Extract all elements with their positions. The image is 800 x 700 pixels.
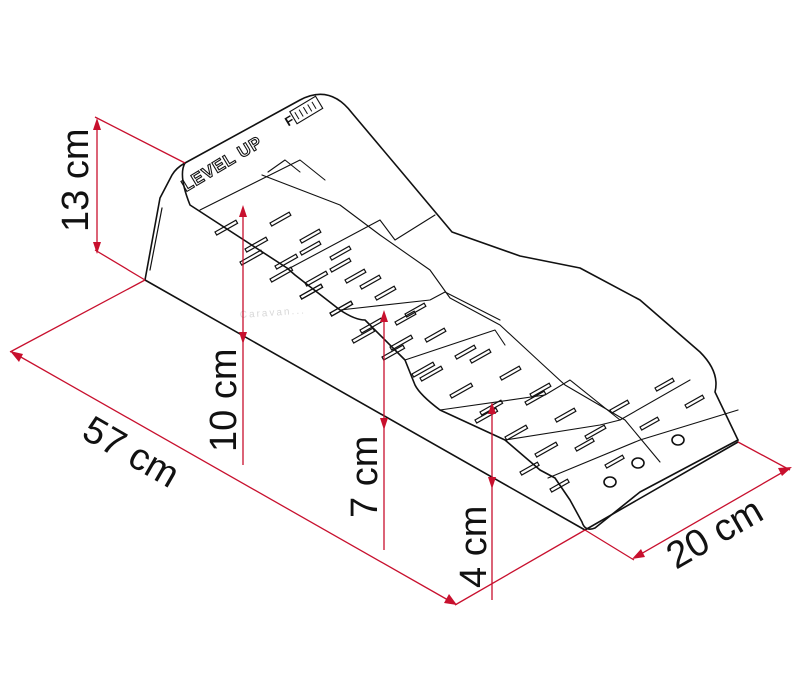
dim-20-line xyxy=(633,467,791,559)
ramp-drawing xyxy=(144,93,739,531)
dim-20-label: 20 cm xyxy=(660,490,771,578)
ramp-step-line-1 xyxy=(199,159,326,211)
ramp-base-edge xyxy=(144,279,586,531)
grip-slot xyxy=(299,240,322,256)
grip-slot xyxy=(519,461,540,476)
ramp-step-line-5 xyxy=(404,329,506,361)
dim-13-arrow-bottom xyxy=(93,242,101,254)
grip-slot xyxy=(584,424,607,440)
dim-57-label: 57 cm xyxy=(76,408,187,496)
dim-4-arrow-bottom xyxy=(488,477,496,489)
dim-13-extension-bottom xyxy=(94,249,146,281)
ramp-step-line-7 xyxy=(504,379,691,441)
grip-slot xyxy=(299,228,322,244)
grip-slot xyxy=(381,344,406,361)
dim-10-arrow-top xyxy=(239,205,247,217)
grip-slot xyxy=(684,394,705,409)
grip-slot xyxy=(449,382,474,399)
grip-slot xyxy=(534,441,559,458)
grip-slot xyxy=(329,300,354,317)
grip-slot xyxy=(609,399,630,414)
grip-slot xyxy=(329,257,352,273)
brand-logo-mark: F xyxy=(282,112,297,129)
dim-20-extension-right xyxy=(737,441,791,471)
ramp-front-rim xyxy=(181,162,739,530)
dimension-lines xyxy=(9,116,792,606)
ramp-step-line-4 xyxy=(339,291,501,321)
bolt-hole-1 xyxy=(603,476,617,488)
grip-slot xyxy=(304,270,329,287)
grip-slot xyxy=(329,245,352,261)
grip-slot xyxy=(479,399,504,416)
ramp-lower-lip xyxy=(547,409,739,479)
dim-7-arrow-bottom xyxy=(380,418,388,430)
dim-57-arrow-left xyxy=(10,351,23,362)
dim-20-arrow-right xyxy=(778,467,792,476)
dim-57-extension-right xyxy=(454,529,586,606)
grip-slot xyxy=(529,382,552,398)
brand-logo: F xyxy=(282,95,324,129)
bolt-hole-2 xyxy=(631,457,645,469)
dim-13-extension-top xyxy=(94,116,186,164)
grip-slot xyxy=(359,274,382,290)
ramp-step-line-3 xyxy=(289,214,436,269)
ramp-step-line-6 xyxy=(439,379,621,421)
grip-slot xyxy=(639,416,660,431)
grip-slot xyxy=(239,249,264,266)
dim-13-arrow-top xyxy=(93,118,101,130)
dim-13-label: 13 cm xyxy=(55,129,97,232)
bolt-hole-3 xyxy=(671,434,685,446)
grip-slot xyxy=(654,377,675,392)
ramp-step-line-2 xyxy=(267,159,301,173)
grip-slot xyxy=(499,365,522,381)
grip-slot xyxy=(394,310,417,326)
grip-slot xyxy=(419,365,444,382)
grip-slot xyxy=(299,283,324,300)
dim-10-label: 10 cm xyxy=(203,349,245,452)
dim-10-arrow-bottom xyxy=(239,332,247,344)
ramp-end-wall-inner xyxy=(149,207,163,271)
grip-slot xyxy=(244,236,269,253)
grip-slot xyxy=(269,211,292,227)
ramp-back-rim xyxy=(184,93,739,441)
grip-slot xyxy=(299,283,324,300)
grip-slot xyxy=(554,407,577,423)
ramp-end-wall xyxy=(144,162,186,281)
ramp-center-divider xyxy=(261,174,661,463)
dim-57-arrow-right xyxy=(444,594,457,605)
grip-slot xyxy=(214,219,239,236)
grip-slot xyxy=(424,327,447,343)
dim-4-arrow-top xyxy=(488,402,496,414)
grip-slot xyxy=(269,266,294,283)
grip-slot xyxy=(351,327,376,344)
grip-slot xyxy=(344,268,367,284)
watermark-text: Caravan... xyxy=(239,305,306,321)
grip-slot xyxy=(454,344,477,360)
grip-slots xyxy=(214,211,705,493)
grip-slot xyxy=(274,253,299,270)
dim-57-extension-left xyxy=(9,279,146,353)
grip-slot xyxy=(549,478,570,493)
dim-57-line xyxy=(11,351,456,605)
dim-7-label: 7 cm xyxy=(344,436,386,518)
grip-slot xyxy=(504,424,529,441)
grip-slot xyxy=(469,348,492,364)
dim-20-extension-left xyxy=(584,529,635,561)
grip-slot xyxy=(524,390,547,406)
grip-slot xyxy=(574,437,595,452)
grip-slot xyxy=(411,361,436,378)
dim-4-label: 4 cm xyxy=(453,506,495,588)
grip-slot xyxy=(604,454,625,469)
dim-20-arrow-left xyxy=(632,549,645,559)
dim-7-arrow-top xyxy=(380,310,388,322)
grip-slot xyxy=(389,334,414,351)
grip-slot xyxy=(374,285,397,301)
